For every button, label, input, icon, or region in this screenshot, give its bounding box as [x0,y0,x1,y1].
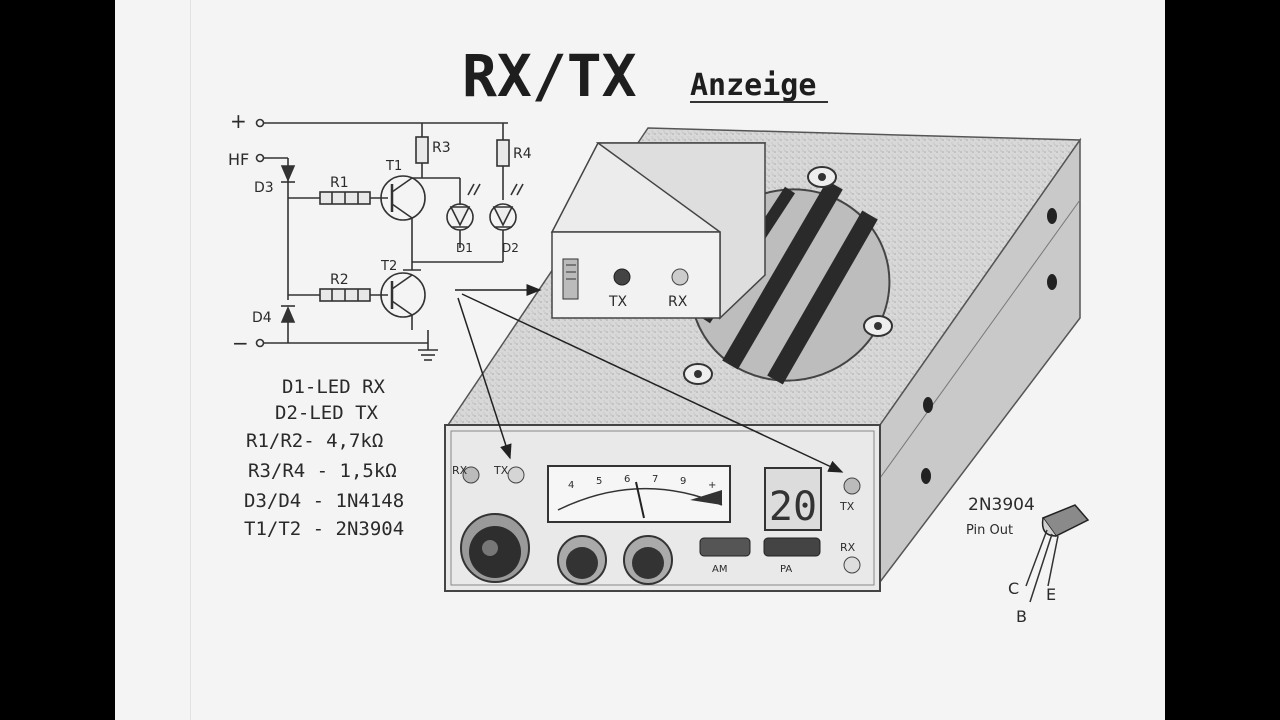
label-r2: R2 [330,272,349,288]
label-r4: R4 [513,146,532,162]
title-main: RX/TX [462,42,637,110]
connection-arrows [455,284,844,473]
label-t1: T1 [385,159,402,174]
label-d3: D3 [254,180,274,196]
indicator-box [550,142,767,320]
box-tx-label: TX [608,294,628,310]
transistor-pinout: 2N3904 Pin Out C B E [966,495,1090,626]
switch-pa-label: PA [780,564,792,575]
radio-tx-right: TX [839,500,855,513]
radio-rx-right: RX [840,541,856,554]
pin-c: C [1008,579,1019,598]
device-labels: TX RX RX TX 4 5 6 7 9 + 20 TX RX AM PA [452,294,856,575]
label-d1: D1 [456,241,473,255]
schematic-labels: + HF − D3 D4 R1 R2 R3 R4 T1 T2 D1 D2 [228,109,532,355]
label-t2: T2 [380,259,397,274]
meter-tick-4: 4 [568,480,574,491]
pinout-part: 2N3904 [968,495,1035,515]
label-d2: D2 [502,241,519,255]
channel-display: 20 [769,484,817,530]
pin-e: E [1046,585,1056,604]
pinout-label: Pin Out [966,523,1013,538]
meter-tick-7: 7 [652,474,658,485]
legend-line-1: D1-LED RX [282,376,385,398]
title-sub: Anzeige [690,68,816,103]
legend-line-4: R3/R4 - 1,5kΩ [248,460,397,482]
label-plus: + [230,109,247,133]
radio-rx-left: RX [452,464,468,477]
label-hf: HF [228,150,249,169]
meter-tick-9: 9 [680,476,686,487]
legend-line-2: D2-LED TX [275,402,378,424]
radio-tx-left: TX [493,464,509,477]
box-rx-label: RX [668,294,688,310]
legend-line-6: T1/T2 - 2N3904 [244,518,405,540]
title-block: RX/TX Anzeige [462,42,828,110]
switch-am-label: AM [712,564,727,575]
label-r3: R3 [432,140,451,156]
meter-scale: 4 5 6 7 9 + [568,474,716,491]
legend-line-3: R1/R2- 4,7kΩ [246,430,384,452]
label-d4: D4 [252,310,272,326]
schematic [255,118,524,361]
label-r1: R1 [330,175,349,191]
meter-tick-5: 5 [596,476,602,487]
legend-line-5: D3/D4 - 1N4148 [244,490,405,512]
label-minus: − [232,331,249,355]
meter-tick-plus: + [708,480,716,491]
pin-b: B [1016,607,1027,626]
meter-tick-6: 6 [624,474,630,485]
